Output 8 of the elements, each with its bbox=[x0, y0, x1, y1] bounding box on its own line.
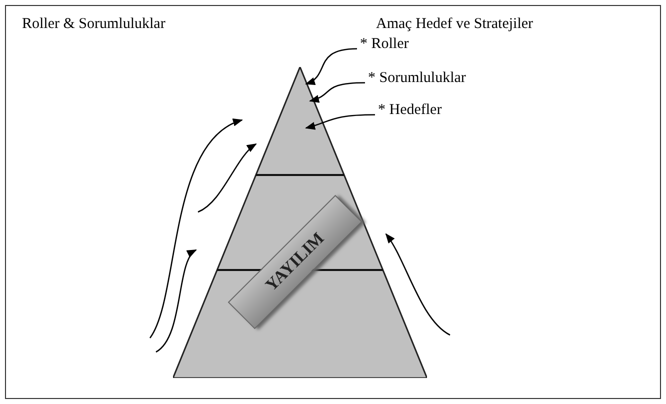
leader-arrow bbox=[305, 48, 358, 85]
heading-text: Amaç Hedef ve Stratejiler bbox=[376, 16, 534, 33]
leader-arrow bbox=[305, 114, 375, 130]
leader-arrow bbox=[309, 82, 366, 102]
heading-text: Roller & Sorumluluklar bbox=[22, 16, 166, 33]
bullet-text: * Roller bbox=[360, 36, 409, 53]
bullet-text: * Hedefler bbox=[378, 102, 442, 119]
bullet-text: * Sorumluluklar bbox=[368, 70, 466, 87]
